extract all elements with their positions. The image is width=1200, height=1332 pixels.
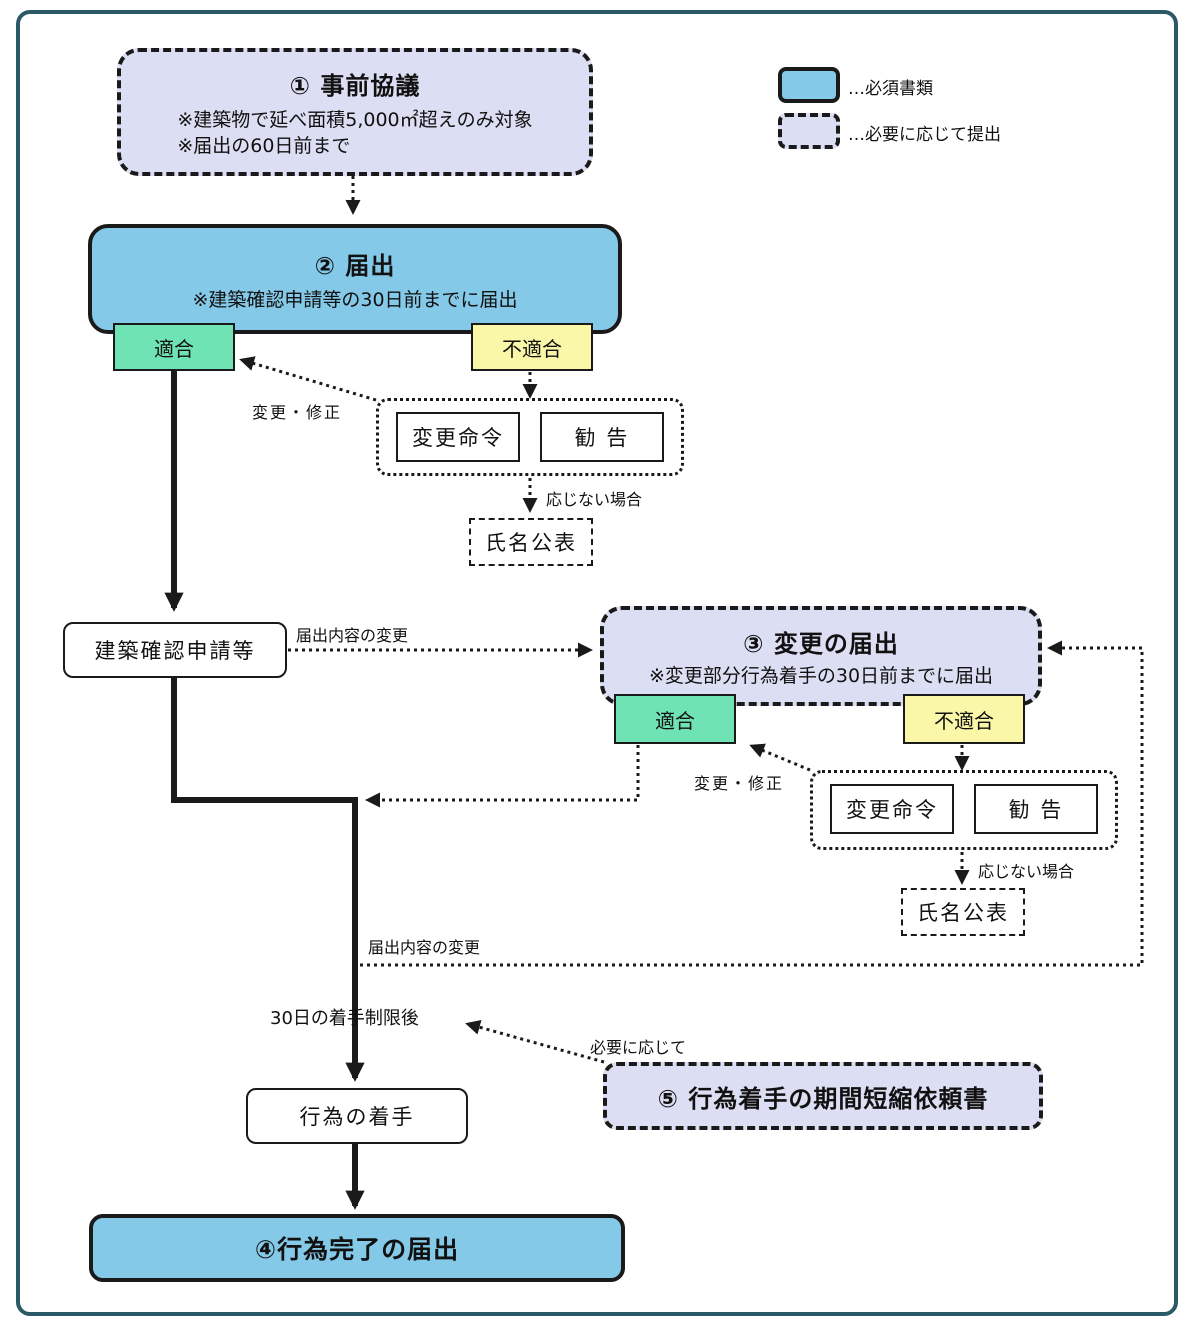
step3-note: ※変更部分行為着手の30日前までに届出 — [648, 664, 994, 687]
dotted-connectors — [239, 176, 1144, 1064]
step1-prior-consultation: ① 事前協議 ※建築物で延べ面積5,000㎡超えのみ対象 ※届出の60日前まで — [117, 48, 593, 176]
step2-advice: 勧 告 — [540, 412, 664, 462]
step4-completion-notification: ④行為完了の届出 — [89, 1214, 625, 1282]
as-needed-label: 必要に応じて — [590, 1038, 687, 1057]
legend-required-label: …必須書類 — [848, 79, 933, 99]
step1-note2: ※届出の60日前まで — [177, 134, 351, 157]
step2-refuse-label: 応じない場合 — [546, 490, 643, 509]
step5-shortening-request: ⑤ 行為着手の期間短縮依頼書 — [603, 1062, 1043, 1130]
main-flow-line — [164, 370, 365, 1210]
outer-frame — [16, 10, 1178, 1316]
step2-title: ② 届出 — [314, 251, 396, 280]
step2-change-order: 変更命令 — [396, 412, 520, 462]
step1-note1: ※建築物で延べ面積5,000㎡超えのみ対象 — [177, 108, 533, 131]
step2-notification: ② 届出 ※建築確認申請等の30日前までに届出 — [88, 224, 622, 334]
change-content-label-1: 届出内容の変更 — [296, 626, 409, 645]
step4-title: ④行為完了の届出 — [254, 1235, 460, 1264]
step3-change-notification: ③ 変更の届出 ※変更部分行為着手の30日前までに届出 — [600, 606, 1042, 706]
step2-ok-badge: 適合 — [113, 323, 235, 371]
building-confirmation-application: 建築確認申請等 — [63, 622, 287, 678]
step3-ng-badge: 不適合 — [903, 694, 1025, 744]
step3-measures-group — [810, 770, 1118, 850]
step2-ng-badge: 不適合 — [471, 323, 593, 371]
legend-optional-swatch — [778, 113, 840, 149]
step1-title: ① 事前協議 — [289, 71, 421, 100]
step3-name-publication: 氏名公表 — [901, 888, 1025, 936]
step2-fix-label: 変更・修正 — [252, 403, 343, 422]
legend-required-swatch — [778, 67, 840, 103]
step3-title: ③ 変更の届出 — [743, 629, 899, 658]
change-content-label-2: 届出内容の変更 — [368, 938, 481, 957]
step3-advice: 勧 告 — [974, 784, 1098, 834]
step3-fix-label: 変更・修正 — [694, 774, 785, 793]
step3-ok-badge: 適合 — [614, 694, 736, 744]
start-restriction-label: 30日の着手制限後 — [270, 1008, 419, 1029]
step3-refuse-label: 応じない場合 — [978, 862, 1075, 881]
legend-optional-label: …必要に応じて提出 — [848, 125, 1001, 145]
step2-name-publication: 氏名公表 — [469, 518, 593, 566]
step2-note: ※建築確認申請等の30日前までに届出 — [192, 288, 518, 311]
action-start: 行為の着手 — [246, 1088, 468, 1144]
step5-title: ⑤ 行為着手の期間短縮依頼書 — [657, 1084, 989, 1113]
step3-change-order: 変更命令 — [830, 784, 954, 834]
step2-measures-group — [376, 398, 684, 476]
